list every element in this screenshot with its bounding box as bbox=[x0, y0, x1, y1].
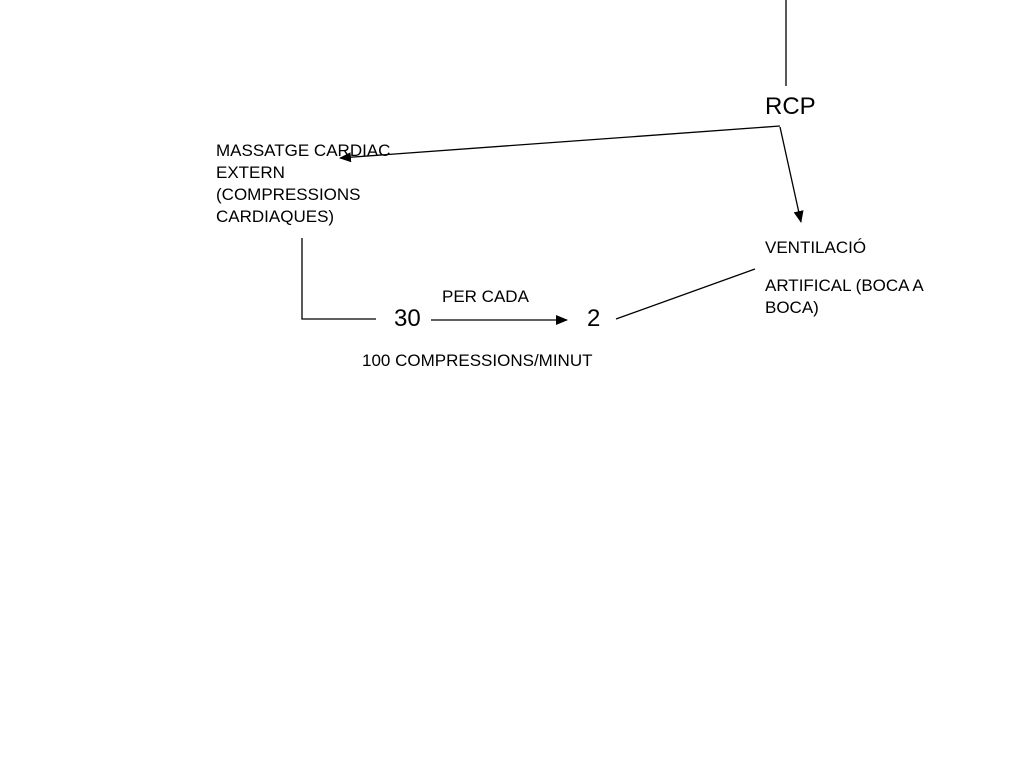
compression-rate-label: 100 COMPRESSIONS/MINUT bbox=[362, 351, 593, 370]
ventilacio-line: BOCA) bbox=[765, 298, 819, 317]
massatge-line: EXTERN bbox=[216, 163, 285, 182]
connector-2-to-ventilacio bbox=[615, 268, 756, 320]
massatge-line: (COMPRESSIONS bbox=[216, 185, 361, 204]
breaths-count: 2 bbox=[587, 305, 601, 332]
ventilacio-line: ARTIFICAL (BOCA A bbox=[765, 276, 924, 295]
massatge-node: MASSATGE CARDIAC EXTERN (COMPRESSIONS CA… bbox=[216, 140, 390, 228]
ventilacio-node: ARTIFICAL (BOCA A BOCA) bbox=[765, 275, 924, 319]
connector-massatge-to-30 bbox=[301, 238, 376, 320]
compressions-count: 30 bbox=[394, 305, 421, 332]
rcp-node-label: RCP bbox=[765, 93, 816, 120]
arrow-rcp-to-ventilacio bbox=[779, 126, 804, 223]
ratio-connector-label: PER CADA bbox=[442, 287, 529, 306]
massatge-line: MASSATGE CARDIAC bbox=[216, 141, 391, 160]
ventilacio-title: VENTILACIÓ bbox=[765, 238, 867, 257]
massatge-line: CARDIAQUES) bbox=[216, 207, 335, 226]
arrow-rcp-to-massatge bbox=[339, 125, 781, 163]
